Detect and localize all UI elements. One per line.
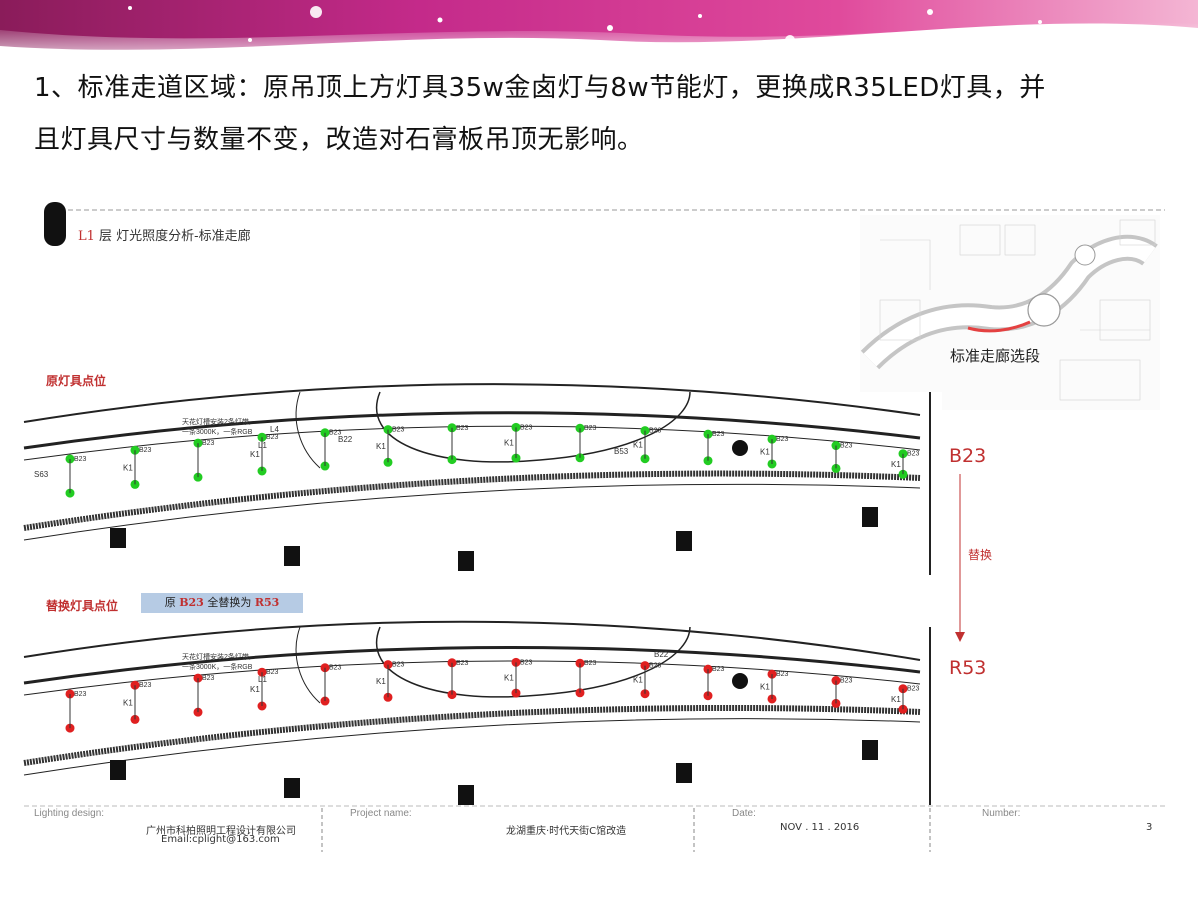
fixture-label: B23 — [584, 425, 597, 432]
plan-label-b22b: B22 — [654, 650, 669, 659]
plan-label-s63: S63 — [34, 470, 49, 479]
fixture-label: B23 — [776, 436, 789, 443]
k1-label: K1 — [250, 450, 260, 459]
sheet-number: 3 — [1146, 822, 1153, 833]
project-label: Project name: — [350, 808, 412, 819]
fixture-label: B23 — [712, 431, 725, 438]
plan-label-l4: L4 — [270, 425, 279, 434]
fixture-label: B23 — [907, 451, 920, 458]
fixture-label: B23 — [840, 443, 853, 450]
fixture-label: B23 — [584, 660, 597, 667]
fixture-label: B23 — [456, 425, 469, 432]
fixture-label: B23 — [139, 447, 152, 454]
page-heading: 1、标准走道区域：原吊顶上方灯具35w金卤灯与8w节能灯，更换成R35LED灯具… — [34, 62, 1174, 166]
heading-line-1: 1、标准走道区域：原吊顶上方灯具35w金卤灯与8w节能灯，更换成R35LED灯具… — [34, 73, 1046, 103]
plan-note-1b: 天花灯槽安装2条灯带, — [182, 652, 251, 661]
k1-label: K1 — [760, 683, 770, 692]
plan-label-l1b: L1 — [258, 675, 267, 684]
fixture-label: B23 — [649, 663, 662, 670]
fixture-label: B23 — [520, 424, 533, 431]
sheet-title-text: 层 灯光照度分析-标准走廊 — [94, 229, 251, 244]
key-plan-label: 标准走廊选段 — [950, 347, 1041, 365]
k1-label: K1 — [633, 441, 643, 450]
original-plan-panel — [23, 383, 942, 575]
k1-label: K1 — [123, 698, 133, 707]
company-name: 广州市科柏照明工程设计有限公司 — [146, 826, 296, 837]
fixture-label: B23 — [139, 682, 152, 689]
k1-label: K1 — [504, 674, 514, 683]
replacement-fixtures-label: 替换灯具点位 — [46, 599, 119, 613]
replace-note-from: B23 — [179, 596, 204, 609]
fixture-label: B23 — [392, 427, 405, 434]
project-name: 龙湖重庆·时代天街C馆改造 — [506, 826, 627, 837]
plan-note-2b: 一条3000K，一条RGB — [182, 662, 253, 671]
k1-label: K1 — [376, 677, 386, 686]
company-email: Email:cplight@163.com — [161, 834, 280, 845]
replace-note: 原 B23 全替换为 R53 — [141, 593, 303, 613]
lighting-design-label: Lighting design: — [34, 808, 105, 819]
replace-arrow-label: 替换 — [968, 548, 993, 562]
fixture-label: B23 — [392, 662, 405, 669]
fixture-label: B23 — [840, 678, 853, 685]
tag-r53: R53 — [949, 657, 987, 679]
fixture-label: B23 — [649, 428, 662, 435]
sheet-tab — [44, 202, 66, 246]
k1-label: K1 — [250, 685, 260, 694]
number-label: Number: — [982, 808, 1021, 819]
fixture-label: B23 — [74, 456, 87, 463]
top-banner — [0, 0, 1198, 70]
plan-label-b53: B53 — [614, 447, 629, 456]
plan-label-l1: L1 — [258, 441, 267, 450]
replace-note-middle: 全替换为 — [203, 596, 255, 609]
k1-label: K1 — [891, 460, 901, 469]
fixture-label: B23 — [202, 440, 215, 447]
k1-label: K1 — [123, 463, 133, 472]
replace-note-prefix: 原 — [164, 596, 180, 609]
heading-line-2: 且灯具尺寸与数量不变，改造对石膏板吊顶无影响。 — [34, 125, 644, 155]
fixture-label: B23 — [712, 666, 725, 673]
replace-note-to: R53 — [254, 596, 280, 609]
k1-label: K1 — [504, 439, 514, 448]
plan-note-1: 天花灯槽安装2条灯带, — [182, 417, 251, 426]
k1-label: K1 — [376, 442, 386, 451]
fixture-label: B23 — [776, 671, 789, 678]
fixture-label: B23 — [329, 430, 342, 437]
fixture-label: B23 — [907, 686, 920, 693]
fixture-label: B23 — [329, 665, 342, 672]
k1-label: K1 — [891, 695, 901, 704]
plan-label-b22: B22 — [338, 435, 353, 444]
date-label: Date: — [732, 808, 756, 819]
fixture-label: B23 — [202, 675, 215, 682]
fixture-label: B23 — [266, 434, 279, 441]
k1-label: K1 — [760, 448, 770, 457]
fixture-label: B23 — [266, 669, 279, 676]
sheet-level: L1 — [78, 229, 95, 244]
key-plan-map — [860, 215, 1160, 410]
date-value: NOV . 11 . 2016 — [780, 822, 860, 833]
key-plan-highlight — [967, 320, 1031, 333]
fixture-label: B23 — [456, 660, 469, 667]
tag-b23: B23 — [949, 445, 987, 467]
plan-note-2: 一条3000K，一条RGB — [182, 427, 253, 436]
fixture-label: B23 — [520, 659, 533, 666]
k1-label: K1 — [633, 676, 643, 685]
replacement-plan-panel — [23, 620, 942, 805]
fixture-label: B23 — [74, 691, 87, 698]
original-fixtures-label: 原灯具点位 — [46, 374, 107, 388]
sheet-title: L1 层 灯光照度分析-标准走廊 — [78, 225, 251, 244]
